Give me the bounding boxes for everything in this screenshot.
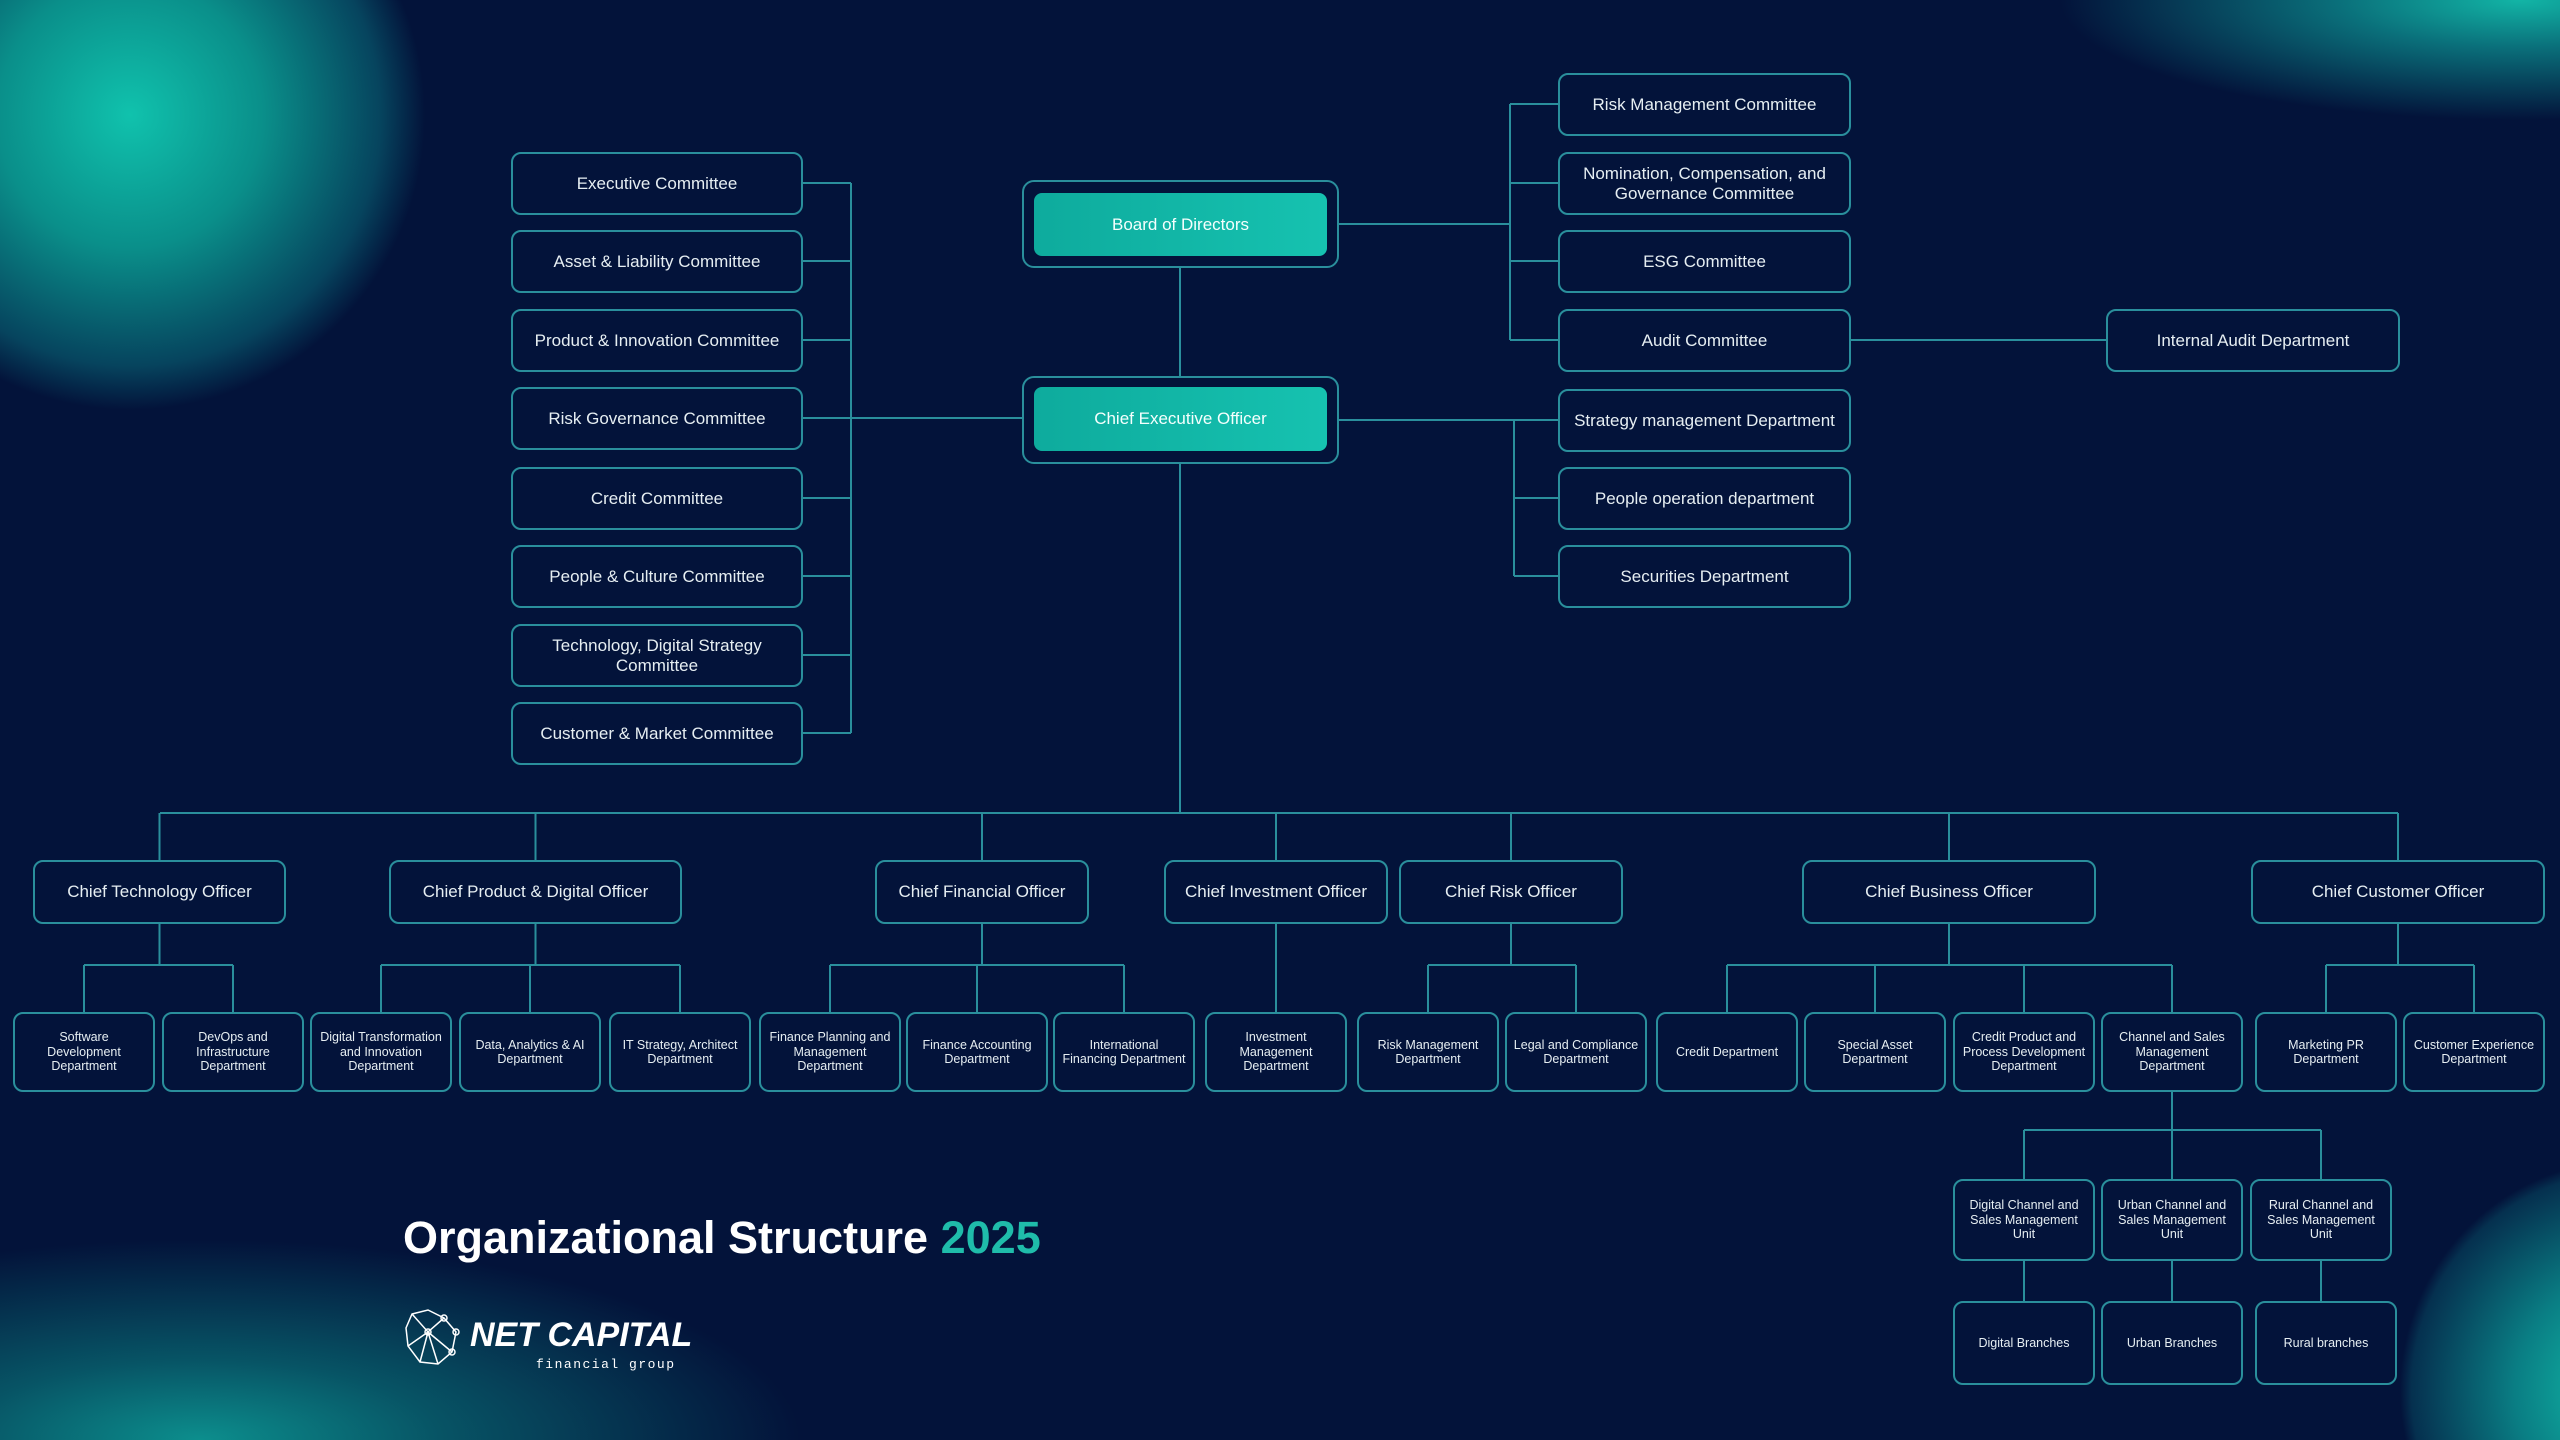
- board-frame: [1022, 180, 1339, 268]
- chief-officer-box[interactable]: Chief Financial Officer: [875, 860, 1089, 924]
- department-box[interactable]: Marketing PR Department: [2255, 1012, 2397, 1092]
- branch-box[interactable]: Urban Branches: [2101, 1301, 2243, 1385]
- decorative-glow-bottom-left: [0, 1180, 1000, 1440]
- channel-unit-box[interactable]: Digital Channel and Sales Management Uni…: [1953, 1179, 2095, 1261]
- branch-box[interactable]: Rural branches: [2255, 1301, 2397, 1385]
- department-box[interactable]: Risk Management Department: [1357, 1012, 1499, 1092]
- left-committee-box[interactable]: Executive Committee: [511, 152, 803, 215]
- chief-officer-box[interactable]: Chief Technology Officer: [33, 860, 286, 924]
- decorative-circle-top-left: [0, 0, 430, 410]
- department-box[interactable]: Finance Accounting Department: [906, 1012, 1048, 1092]
- title-year: 2025: [940, 1212, 1041, 1263]
- decorative-circle-bottom-right: [2400, 1130, 2560, 1440]
- chief-officer-box[interactable]: Chief Business Officer: [1802, 860, 2096, 924]
- department-box[interactable]: Channel and Sales Management Department: [2101, 1012, 2243, 1092]
- chief-officer-box[interactable]: Chief Customer Officer: [2251, 860, 2545, 924]
- page-title: Organizational Structure 2025: [403, 1212, 1041, 1264]
- ceo-department-box[interactable]: Strategy management Department: [1558, 389, 1851, 452]
- board-committee-box[interactable]: Nomination, Compensation, and Governance…: [1558, 152, 1851, 215]
- left-committee-box[interactable]: Asset & Liability Committee: [511, 230, 803, 293]
- left-committee-box[interactable]: Product & Innovation Committee: [511, 309, 803, 372]
- channel-unit-box[interactable]: Urban Channel and Sales Management Unit: [2101, 1179, 2243, 1261]
- department-box[interactable]: DevOps and Infrastructure Department: [162, 1012, 304, 1092]
- board-of-directors-box[interactable]: Board of Directors: [1034, 193, 1327, 256]
- chief-officer-box[interactable]: Chief Product & Digital Officer: [389, 860, 682, 924]
- department-box[interactable]: IT Strategy, Architect Department: [609, 1012, 751, 1092]
- ceo-frame: [1022, 376, 1339, 464]
- department-box[interactable]: Data, Analytics & AI Department: [459, 1012, 601, 1092]
- department-box[interactable]: Special Asset Department: [1804, 1012, 1946, 1092]
- logo-tagline: financial group: [536, 1357, 676, 1372]
- department-box[interactable]: Credit Product and Process Development D…: [1953, 1012, 2095, 1092]
- chief-officer-box[interactable]: Chief Risk Officer: [1399, 860, 1623, 924]
- department-box[interactable]: Credit Department: [1656, 1012, 1798, 1092]
- internal-audit-box[interactable]: Internal Audit Department: [2106, 309, 2400, 372]
- department-box[interactable]: Customer Experience Department: [2403, 1012, 2545, 1092]
- left-committee-box[interactable]: People & Culture Committee: [511, 545, 803, 608]
- channel-unit-box[interactable]: Rural Channel and Sales Management Unit: [2250, 1179, 2392, 1261]
- department-box[interactable]: Digital Transformation and Innovation De…: [310, 1012, 452, 1092]
- left-committee-box[interactable]: Risk Governance Committee: [511, 387, 803, 450]
- title-text: Organizational Structure: [403, 1212, 929, 1263]
- ceo-department-box[interactable]: People operation department: [1558, 467, 1851, 530]
- board-committee-box[interactable]: ESG Committee: [1558, 230, 1851, 293]
- board-committee-box[interactable]: Audit Committee: [1558, 309, 1851, 372]
- left-committee-box[interactable]: Customer & Market Committee: [511, 702, 803, 765]
- department-box[interactable]: Software Development Department: [13, 1012, 155, 1092]
- branch-box[interactable]: Digital Branches: [1953, 1301, 2095, 1385]
- department-box[interactable]: Legal and Compliance Department: [1505, 1012, 1647, 1092]
- decorative-glow-top-right: [1900, 0, 2560, 140]
- ceo-box[interactable]: Chief Executive Officer: [1034, 387, 1327, 451]
- left-committee-box[interactable]: Credit Committee: [511, 467, 803, 530]
- department-box[interactable]: Finance Planning and Management Departme…: [759, 1012, 901, 1092]
- department-box[interactable]: International Financing Department: [1053, 1012, 1195, 1092]
- department-box[interactable]: Investment Management Department: [1205, 1012, 1347, 1092]
- ceo-department-box[interactable]: Securities Department: [1558, 545, 1851, 608]
- net-capital-logo: NET CAPITAL financial group: [398, 1302, 718, 1378]
- logo-wordmark: NET CAPITAL: [470, 1316, 692, 1354]
- chief-officer-box[interactable]: Chief Investment Officer: [1164, 860, 1388, 924]
- left-committee-box[interactable]: Technology, Digital Strategy Committee: [511, 624, 803, 687]
- board-committee-box[interactable]: Risk Management Committee: [1558, 73, 1851, 136]
